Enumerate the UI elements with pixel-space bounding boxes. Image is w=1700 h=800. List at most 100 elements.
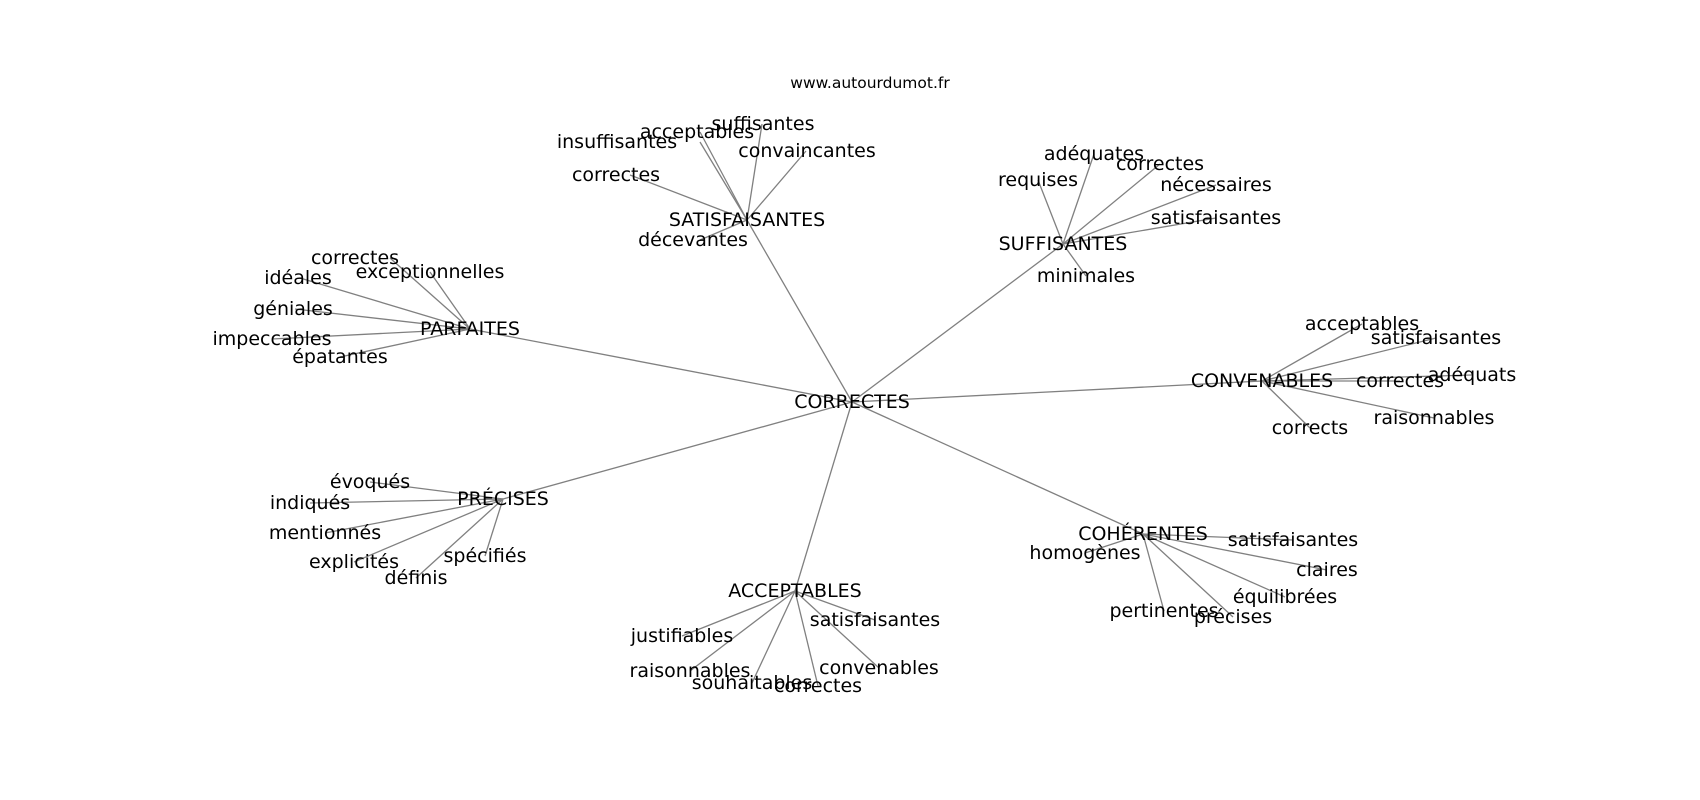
- leaf-word-label: acceptables: [640, 121, 754, 143]
- leaf-word-label: justifiables: [630, 625, 734, 647]
- leaf-word-label: correctes: [1356, 370, 1444, 392]
- leaf-word-label: géniales: [253, 298, 333, 320]
- edge-cluster-7-leaf-4: [794, 590, 880, 669]
- edge-cluster-4-leaf-6: [1261, 380, 1311, 429]
- edge-center-2: [851, 243, 1064, 403]
- leaf-word-label: homogènes: [1029, 542, 1140, 564]
- edge-cluster-7-leaf-5: [751, 590, 796, 684]
- cluster-node-label: ACCEPTABLES: [728, 580, 861, 602]
- edge-cluster-1-leaf-1: [699, 141, 748, 221]
- edge-cluster-5-leaf-5: [484, 498, 504, 557]
- edge-cluster-6-leaf-1: [1142, 533, 1294, 541]
- cluster-node-label: CONVENABLES: [1191, 370, 1333, 392]
- edge-cluster-5-leaf-4: [353, 498, 504, 563]
- edge-center-5: [502, 401, 853, 500]
- leaf-word-label: souhaitables: [692, 672, 813, 694]
- edge-cluster-5-leaf-3: [324, 498, 504, 534]
- leaf-word-label: satisfaisantes: [1228, 529, 1358, 551]
- leaf-word-label: pertinentes: [1109, 600, 1218, 622]
- leaf-word-label: exceptionnelles: [356, 261, 505, 283]
- edge-cluster-3-leaf-6: [339, 328, 471, 358]
- edge-cluster-7-leaf-2: [794, 590, 876, 621]
- edge-cluster-6-leaf-4: [1142, 533, 1286, 598]
- leaf-word-label: convenables: [819, 657, 939, 679]
- leaf-word-label: épatantes: [292, 346, 388, 368]
- edge-cluster-7-leaf-3: [689, 590, 796, 672]
- leaf-word-label: raisonnables: [1374, 407, 1495, 429]
- leaf-word-label: mentionnés: [269, 522, 381, 544]
- edge-cluster-3-leaf-4: [294, 308, 471, 330]
- source-watermark: www.autourdumot.fr: [790, 74, 950, 92]
- leaf-word-label: satisfaisantes: [1371, 327, 1501, 349]
- edge-cluster-1-leaf-5: [629, 174, 748, 221]
- edge-cluster-2-leaf-5: [1062, 217, 1217, 245]
- cluster-node-label: PARFAITES: [420, 318, 520, 340]
- leaf-word-label: insuffisantes: [557, 131, 677, 153]
- leaf-word-label: correctes: [311, 247, 399, 269]
- edge-cluster-7-leaf-1: [681, 590, 796, 637]
- leaf-word-label: convaincantes: [738, 140, 876, 162]
- leaf-word-label: idéales: [264, 267, 332, 289]
- cluster-node-label: PRÉCISES: [457, 487, 549, 510]
- leaf-word-label: satisfaisantes: [810, 609, 940, 631]
- edge-cluster-5-leaf-6: [415, 498, 504, 579]
- leaf-word-label: minimales: [1037, 265, 1135, 287]
- leaf-word-label: explicités: [309, 551, 399, 573]
- edge-cluster-4-leaf-5: [1261, 380, 1435, 419]
- cluster-node-label: SATISFAISANTES: [669, 209, 825, 231]
- edge-center-4: [851, 380, 1263, 403]
- cluster-node-label: SUFFISANTES: [999, 233, 1128, 255]
- edge-cluster-5-leaf-2: [309, 498, 504, 504]
- leaf-word-label: correctes: [572, 164, 660, 186]
- edge-cluster-4-leaf-1: [1261, 323, 1363, 382]
- edge-cluster-6-leaf-5: [1142, 533, 1165, 612]
- edge-cluster-4-leaf-4: [1261, 374, 1473, 382]
- edge-cluster-6-leaf-3: [1142, 533, 1328, 571]
- edge-center-6: [851, 401, 1144, 535]
- leaf-word-label: définis: [385, 567, 448, 589]
- edge-cluster-6-leaf-6: [1142, 533, 1234, 618]
- leaf-word-label: corrects: [1272, 417, 1348, 439]
- edge-cluster-5-leaf-1: [369, 481, 504, 500]
- leaf-word-label: correctes: [1116, 153, 1204, 175]
- edge-cluster-1-leaf-2: [699, 131, 748, 221]
- edge-cluster-2-leaf-1: [1062, 153, 1095, 245]
- edge-cluster-7-leaf-6: [794, 590, 819, 687]
- edge-cluster-2-leaf-4: [1062, 184, 1217, 245]
- edge-cluster-1-leaf-4: [746, 150, 807, 221]
- leaf-word-label: spécifiés: [444, 545, 527, 567]
- edge-cluster-1-leaf-3: [746, 123, 763, 221]
- edge-cluster-2-leaf-3: [1037, 179, 1064, 245]
- leaf-word-label: claires: [1296, 559, 1358, 581]
- edge-cluster-3-leaf-3: [299, 277, 471, 330]
- edge-cluster-2-leaf-2: [1062, 163, 1161, 245]
- edge-cluster-6-leaf-2: [1084, 533, 1144, 554]
- edge-cluster-3-leaf-1: [389, 257, 471, 330]
- center-node-label: CORRECTES: [794, 391, 910, 413]
- leaf-word-label: adéquates: [1044, 143, 1144, 165]
- edge-cluster-2-leaf-6: [1062, 243, 1087, 277]
- edge-center-3: [469, 328, 853, 403]
- leaf-word-label: adéquats: [1428, 364, 1517, 386]
- edge-cluster-3-leaf-2: [429, 271, 471, 330]
- leaf-word-label: suffisantes: [712, 113, 815, 135]
- edge-cluster-4-leaf-2: [1261, 337, 1437, 382]
- leaf-word-label: nécessaires: [1160, 174, 1272, 196]
- leaf-word-label: décevantes: [638, 229, 748, 251]
- edge-cluster-3-leaf-5: [271, 328, 471, 340]
- leaf-word-label: acceptables: [1305, 313, 1419, 335]
- leaf-word-label: précises: [1194, 606, 1272, 628]
- cluster-node-label: COHÉRENTES: [1078, 522, 1208, 545]
- edge-cluster-1-leaf-6: [699, 219, 748, 241]
- edge-center-7: [794, 401, 853, 592]
- leaf-word-label: indiqués: [270, 492, 350, 514]
- leaf-word-label: requises: [998, 169, 1078, 191]
- leaf-word-label: impeccables: [212, 328, 331, 350]
- edge-center-1: [746, 219, 853, 403]
- graph-edges: [271, 123, 1473, 687]
- graph-labels: SATISFAISANTESinsuffisantesacceptablessu…: [212, 113, 1516, 697]
- leaf-word-label: correctes: [774, 675, 862, 697]
- leaf-word-label: satisfaisantes: [1151, 207, 1281, 229]
- leaf-word-label: équilibrées: [1233, 586, 1337, 608]
